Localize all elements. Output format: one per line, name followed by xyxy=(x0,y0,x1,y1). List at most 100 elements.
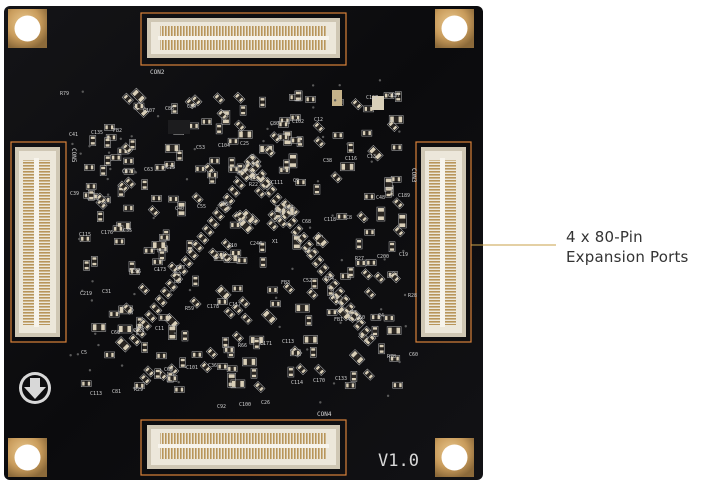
smd-component xyxy=(347,310,361,323)
via-hole xyxy=(311,84,315,87)
smd-component xyxy=(173,386,185,393)
smd-component xyxy=(141,342,148,353)
silkscreen-label: C13 xyxy=(367,154,376,160)
smd-component xyxy=(167,363,180,376)
smd-component xyxy=(171,103,178,114)
smd-component xyxy=(121,302,134,315)
smd-component xyxy=(290,114,301,121)
smd-component xyxy=(129,139,136,150)
smd-component xyxy=(238,169,251,183)
expansion-connector-left xyxy=(10,141,67,343)
smd-component xyxy=(104,155,112,166)
via-hole xyxy=(398,130,401,133)
silkscreen-label: FB1 xyxy=(334,317,343,323)
via-hole xyxy=(94,332,97,336)
via-hole xyxy=(169,289,173,292)
smd-component xyxy=(398,213,407,229)
ic-chip xyxy=(168,120,190,134)
smd-component xyxy=(226,365,238,373)
silkscreen-label: C86 xyxy=(165,106,174,112)
smd-component xyxy=(383,92,395,99)
silkscreen-label: C200 xyxy=(377,254,389,260)
smd-component xyxy=(388,271,401,284)
smd-component xyxy=(295,231,309,245)
smd-component xyxy=(259,177,273,190)
silkscreen-label: FB4 xyxy=(325,276,334,282)
smd-component xyxy=(133,102,145,110)
smd-component xyxy=(217,200,231,214)
smd-component xyxy=(233,91,246,104)
smd-component xyxy=(316,263,330,276)
silkscreen-label: C63 xyxy=(144,167,153,173)
via-hole xyxy=(188,288,192,292)
via-hole xyxy=(262,139,265,143)
via-hole xyxy=(107,151,111,154)
smd-component xyxy=(269,131,282,144)
smd-component xyxy=(227,137,239,145)
smd-component xyxy=(288,153,298,169)
silkscreen-label: C68 xyxy=(302,219,311,225)
smd-component xyxy=(189,296,202,309)
smd-component xyxy=(177,201,186,217)
expansion-connector-right xyxy=(415,141,472,343)
silkscreen-label: C12 xyxy=(314,117,323,123)
smd-component xyxy=(311,278,318,289)
smd-component xyxy=(205,346,218,359)
smd-component xyxy=(151,241,167,250)
smd-component xyxy=(306,287,319,300)
silkscreen-label: C40 xyxy=(175,206,184,212)
smd-component xyxy=(230,249,242,257)
silkscreen-label: C8 xyxy=(346,215,352,221)
smd-component xyxy=(168,195,179,203)
silkscreen-label: X1 xyxy=(272,239,278,245)
silkscreen-label: C31 xyxy=(102,289,111,295)
smd-component xyxy=(282,282,295,295)
smd-component xyxy=(206,216,220,229)
silkscreen-label: C178 xyxy=(207,304,219,310)
board-version-label: V1.0 xyxy=(378,451,419,471)
smd-component xyxy=(141,179,148,190)
via-hole xyxy=(77,237,81,241)
via-hole xyxy=(386,394,390,398)
smd-component xyxy=(395,91,402,102)
callout-line-2: Expansion Ports xyxy=(566,248,689,266)
via-hole xyxy=(270,123,273,126)
smd-component xyxy=(84,164,95,171)
via-hole xyxy=(109,167,112,171)
smd-component xyxy=(144,310,158,323)
smd-component xyxy=(147,205,160,218)
smd-component xyxy=(364,193,375,200)
smd-component xyxy=(362,368,375,381)
smd-component xyxy=(259,96,266,108)
smd-component xyxy=(123,157,134,165)
silkscreen-label: C35 xyxy=(123,228,132,234)
smd-component xyxy=(332,132,344,139)
smd-component xyxy=(230,379,246,389)
smd-component xyxy=(290,137,302,144)
silkscreen-label: C115 xyxy=(79,232,91,238)
silkscreen-label: C104 xyxy=(218,143,230,149)
smd-component xyxy=(355,259,367,267)
via-hole xyxy=(331,214,334,217)
smd-component xyxy=(340,162,355,172)
connector-label-bottom: CON4 xyxy=(317,411,332,418)
via-hole xyxy=(76,353,80,356)
smd-component xyxy=(313,184,321,195)
silkscreen-label: C39 xyxy=(70,191,79,197)
smd-component xyxy=(195,165,206,173)
silkscreen-label: C52 xyxy=(303,278,312,284)
silkscreen-label: C96 xyxy=(132,269,141,275)
smd-component xyxy=(196,231,210,245)
smd-component xyxy=(269,192,283,206)
silkscreen-label: R59 xyxy=(185,306,194,312)
silkscreen-label: C114 xyxy=(291,380,303,386)
smd-component xyxy=(264,184,278,198)
smd-component xyxy=(360,268,373,281)
smd-component xyxy=(159,234,170,241)
via-hole xyxy=(156,115,160,118)
smd-component xyxy=(175,263,189,276)
smd-component xyxy=(254,186,267,199)
smd-component xyxy=(104,124,115,131)
via-hole xyxy=(403,293,407,297)
